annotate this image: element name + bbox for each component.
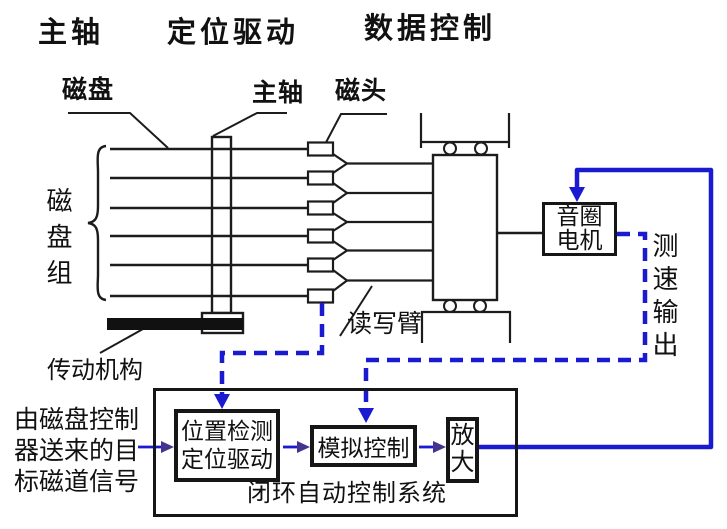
transmission-bar bbox=[107, 318, 243, 330]
voice-coil-motor-label: 音圈电机 bbox=[556, 204, 603, 253]
arrow-down-icon bbox=[214, 394, 230, 409]
label-rw-arm: 读写臂 bbox=[347, 311, 423, 338]
speed-feedback-dashed bbox=[358, 231, 648, 423]
arrow-right-icon bbox=[297, 441, 310, 453]
label-disk: 磁盘 bbox=[62, 77, 115, 104]
label-spindle: 主轴 bbox=[252, 80, 305, 107]
power-loop-line bbox=[479, 167, 714, 450]
closed-loop-system-box bbox=[153, 388, 518, 517]
rw-heads bbox=[306, 141, 335, 304]
amplify-label: 放大 bbox=[450, 423, 475, 476]
analog-control-label: 模拟控制 bbox=[317, 436, 410, 461]
arrow-right-icon bbox=[161, 441, 174, 453]
label-head: 磁头 bbox=[335, 78, 388, 105]
label-data-control-top: 数据控制 bbox=[364, 13, 497, 45]
arrow-right-icon bbox=[433, 441, 446, 453]
actuator-carriage bbox=[419, 113, 542, 343]
closed-loop-system-label: 闭环自动控制系统 bbox=[247, 481, 447, 507]
label-transmission: 传动机构 bbox=[47, 358, 143, 384]
disk-platters bbox=[110, 147, 308, 298]
disk-group-brace bbox=[87, 144, 107, 302]
arrow-down-icon bbox=[358, 408, 374, 423]
signal-arrows bbox=[138, 441, 446, 453]
voice-coil-motor-box: 音圈电机 bbox=[542, 202, 617, 256]
position-feedback-dashed bbox=[214, 303, 325, 409]
label-disk-group: 磁盘组 bbox=[46, 187, 73, 288]
label-speed-output: 测速输出 bbox=[652, 232, 679, 360]
amplify-box: 放大 bbox=[446, 417, 479, 483]
analog-control-box: 模拟控制 bbox=[310, 425, 417, 467]
position-detect-label: 位置检测定位驱动 bbox=[181, 418, 273, 472]
rw-arms bbox=[332, 153, 433, 292]
leader-lines bbox=[68, 112, 387, 354]
input-signal-note: 由磁盘控制器送来的目标磁道信号 bbox=[14, 407, 140, 496]
arrow-down-icon bbox=[569, 187, 585, 202]
label-spindle-top: 主轴 bbox=[38, 17, 105, 49]
label-positioning-drive-top: 定位驱动 bbox=[167, 17, 300, 49]
position-detect-box: 位置检测定位驱动 bbox=[174, 409, 280, 482]
